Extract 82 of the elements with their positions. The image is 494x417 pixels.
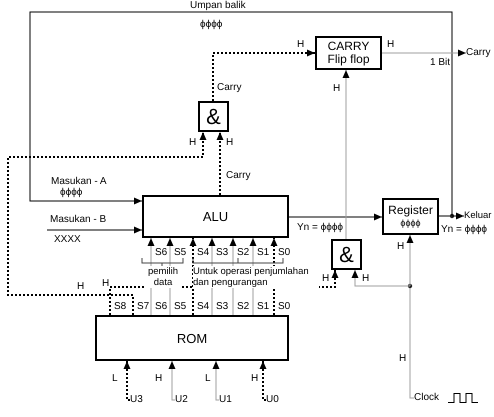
value-label: ϕϕϕϕ [60,187,82,198]
output-label: Carry [466,47,490,59]
output-label: Keluar [464,210,492,222]
edge-label: S3 [216,247,228,258]
pin-label: S6 [155,301,168,312]
pin-label: S3 [216,301,228,312]
connector [46,226,142,234]
edge-label: H [397,241,404,252]
edge-label: S0 [278,247,290,258]
connector [288,214,382,220]
edge-label: S1 [257,247,270,258]
edge-label: H [322,273,330,284]
note: Untuk operasi penjumlahan dan pengurangan [193,266,319,288]
edge-label: Umpan balik [190,0,246,11]
gate-symbol: & [339,248,354,261]
connector [30,12,452,216]
pin-label: S5 [174,301,186,312]
edge-label: H [155,373,162,384]
connector [190,238,196,315]
pin-label: S1 [257,301,270,312]
value-label: XXXX [54,234,81,245]
flip-flop-block [315,36,382,70]
edge-label: L [112,373,118,384]
edge-label: Yn = ϕϕϕϕ [297,222,344,233]
edge-label: S2 [237,247,250,258]
input-label: U1 [219,394,232,406]
connector [212,50,315,101]
edge-label: H [189,137,196,148]
edge-label: S6 [155,247,168,258]
logic-level-label: H [102,278,110,289]
edge-label: S4 [197,247,210,258]
input-label: U2 [175,394,188,406]
edge-label: Carry [217,82,242,93]
connector [438,214,454,218]
logic-level-label: H [226,137,234,148]
connector [452,212,464,220]
pin-label: S0 [278,301,290,312]
connector [124,361,130,401]
connector [406,234,414,286]
logic-level-label: H [77,281,84,292]
edge-label: H [333,83,340,94]
input-label: U0 [266,394,279,406]
edge-label: Carry [226,170,250,181]
edge-label: Masukan - B [50,214,106,225]
connector [342,70,350,240]
edge-label: S5 [174,247,186,258]
and-gate [198,101,229,132]
block-title: ROM [176,332,208,344]
edge-label: H [362,273,370,284]
signal-label: Masukan - A [51,176,107,187]
value-label: ϕϕϕϕ [200,19,222,30]
pin-label: S7 [137,301,150,312]
pin-label: S4 [197,301,210,312]
clock-label: Clock [414,392,440,404]
logic-level-label: H [387,39,394,50]
edge-label: H [251,373,258,384]
rom-block [95,315,289,361]
logic-level-label: H [399,353,406,364]
connector [352,270,410,286]
block-title: Register [388,204,433,216]
connector [216,132,224,195]
connector [260,361,266,401]
edge-label: L [205,373,211,384]
connector [382,50,466,56]
connector [7,132,206,315]
value-label: ϕϕϕϕ [400,216,421,230]
note: pemilih data [144,266,182,288]
edge-label: 1 Bit [430,57,450,68]
edge-label: Yn = ϕϕϕϕ [441,224,488,235]
block-title: ALU [202,210,228,223]
register-block [382,198,439,235]
pin-label: S2 [237,301,250,312]
input-label: U3 [130,394,143,406]
block-title: CARRY Flip flop [326,40,371,66]
and-gate [331,239,362,270]
alu-block [142,195,289,238]
gate-symbol: & [206,110,221,123]
connector [408,284,414,398]
connector [168,360,176,400]
connector [212,360,220,400]
pin-label: S8 [114,301,126,312]
logic-level-label: H [297,39,304,50]
